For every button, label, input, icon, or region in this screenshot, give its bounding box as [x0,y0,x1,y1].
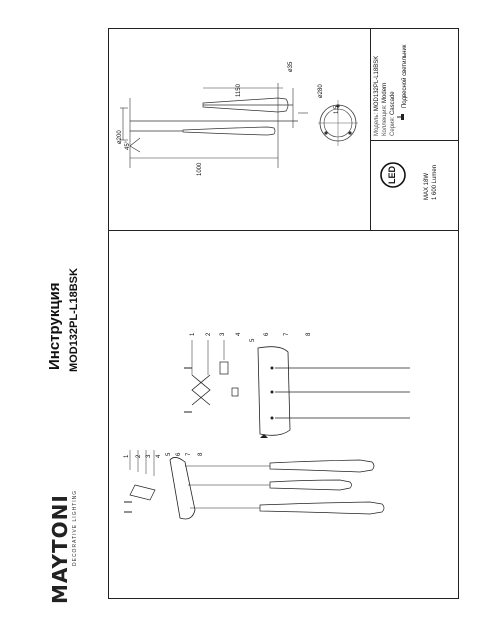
collection-label: Коллекция: [382,104,388,136]
dim-diameter-left: ø200 [117,130,123,144]
assembly-diagram-1 [124,450,385,520]
lumen-value: 1 600 Lumen [432,164,438,200]
pendant-type-icon [397,114,404,120]
dim-angle: 45° [125,140,131,150]
dim-diameter-circle: ø280 [318,84,324,98]
type-value: Подвесной светильник [402,44,408,108]
assembly-diagram-2 [184,340,410,438]
dim-thread: 1,5 [334,105,340,114]
model-label: Модель: [374,112,380,136]
dim-diameter-small: ø35 [288,61,294,72]
callout-d2-1: 1 [190,332,196,336]
callout-d1-3: 3 [146,454,152,458]
callout-d1-7: 7 [186,452,192,456]
callout-d1-8: 8 [198,452,204,456]
callout-d1-6: 6 [176,452,182,456]
callout-d2-8: 8 [306,332,312,336]
callout-d2-4: 4 [236,332,242,336]
callout-d2-7: 7 [284,332,290,336]
document-title: Инструкция [46,282,63,370]
led-badge-label: LED [387,166,397,184]
collection-row: Коллекция: Modern [382,83,388,136]
title-block [370,28,459,230]
dim-length-top: 1150 [236,84,242,97]
callout-d1-1: 1 [124,454,130,458]
brand-logo: MAYTONI [48,494,72,604]
callout-d2-2: 2 [206,332,212,336]
callout-d1-2: 2 [136,454,142,458]
dimension-drawing [120,83,358,168]
model-value: MOD132PL-L18BSK [374,55,380,112]
document-model: MOD132PL-L18BSK [68,268,80,372]
collection-value: Modern [382,82,388,103]
callout-d1-4: 4 [156,454,162,458]
power-value: MAX 18W [424,172,430,200]
dim-overall: 1000 [197,162,203,176]
callout-d2-3: 3 [220,332,226,336]
title-block-divider [370,140,459,141]
frame-divider [108,230,459,231]
led-badge-icon [380,162,406,188]
model-row: Модель: MOD132PL-L18BSK [374,56,380,136]
callout-d1-5: 5 [166,452,172,456]
drawing-frame [108,28,459,599]
callout-d2-6: 6 [264,332,270,336]
brand-tagline: DECORATIVE LIGHTING [72,489,78,566]
callout-d2-5: 5 [250,338,256,342]
